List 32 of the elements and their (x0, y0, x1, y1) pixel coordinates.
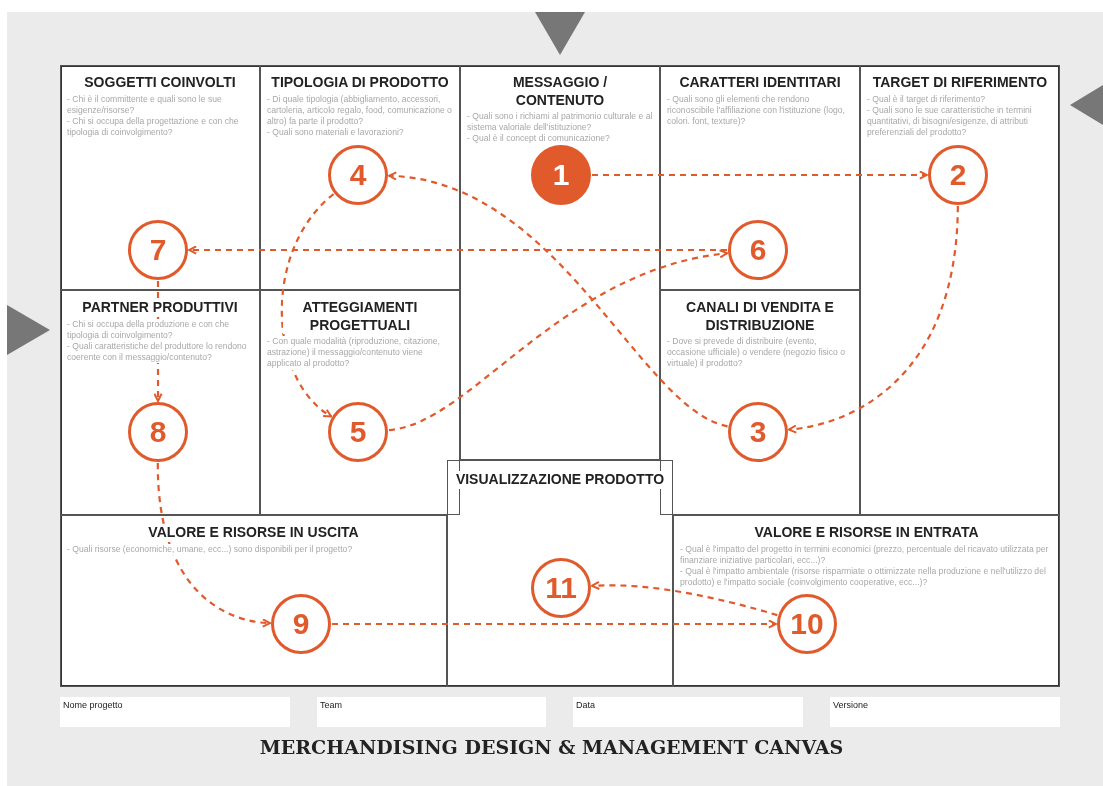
section-heading: VALORE E RISORSE IN USCITA (146, 524, 361, 542)
canvas-section (660, 65, 860, 290)
canvas-title: MERCHANDISING DESIGN & MANAGEMENT CANVAS (259, 736, 844, 758)
dashed-arrow (332, 619, 777, 629)
dashed-arrow (787, 205, 959, 434)
question-text: - Qual è il concept di comunicazione? (467, 133, 610, 145)
canvas-section (860, 65, 1060, 515)
dashed-arrow (592, 170, 928, 180)
canvas-section (260, 65, 460, 290)
dashed-arrow (280, 193, 335, 418)
canvas-section (60, 290, 260, 515)
canvas-section (447, 460, 673, 687)
canvas-section (60, 515, 447, 687)
question-text: - Quali risorse (economiche, umane, ecc...) sono disponibili per il progetto? (67, 543, 353, 555)
section-heading: VISUALIZZAZIONE PRODOTTO (453, 471, 667, 489)
question-text: - Qual è il target di riferimento? (867, 93, 985, 105)
dashed-arrow (153, 281, 163, 402)
canvas-section (673, 515, 1060, 687)
canvas-section (460, 65, 660, 460)
dashed-arrow (388, 249, 729, 432)
dashed-arrow (590, 581, 778, 617)
dashed-arrow (188, 245, 727, 255)
canvas-section (60, 65, 260, 290)
dashed-arrow (156, 462, 271, 628)
dashed-arrow (388, 172, 728, 428)
field-label: Versione (833, 700, 869, 710)
question-text: - Di quale tipologia (abbigliamento, accessori, cartoleria, articolo regalo, food, comunicazione o altro) fa parte il prodotto? (267, 93, 453, 127)
field-label: Team (320, 700, 342, 710)
question-text: - Quali sono materiali e lavorazioni? (267, 127, 404, 139)
field-label: Nome progetto (63, 700, 123, 710)
field-label: Data (576, 700, 595, 710)
section-heading: PARTNER PRODUTTIVI (80, 299, 240, 317)
